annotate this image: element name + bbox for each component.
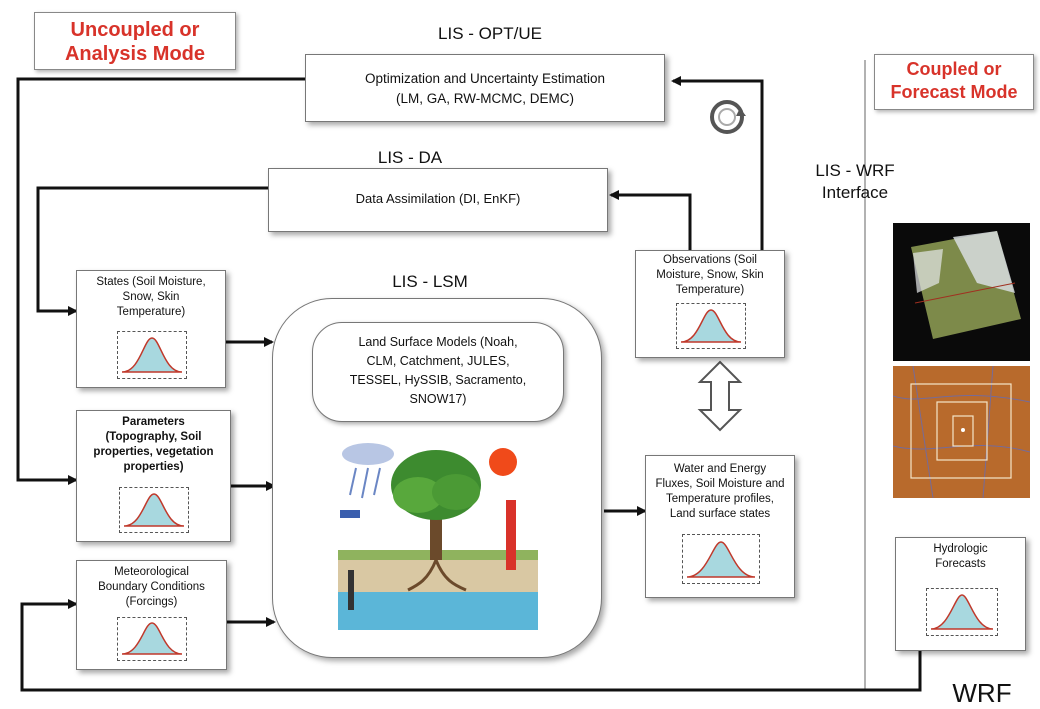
uncoupled-mode-label: Uncoupled or Analysis Mode [34, 12, 236, 70]
satellite-image [893, 223, 1030, 361]
cycle-icon [710, 100, 746, 134]
da-heading: LIS - DA [377, 148, 443, 167]
hydrologic-forecasts-box: Hydrologic Forecasts [895, 537, 1026, 651]
land-surface-models-box: Land Surface Models (Noah, CLM, Catchmen… [312, 322, 564, 422]
land-surface-illustration [338, 443, 538, 630]
coupled-mode-label: Coupled or Forecast Mode [874, 54, 1034, 110]
wrf-interface-heading: LIS - WRF Interface [815, 161, 895, 202]
domain-map-image [892, 365, 1031, 499]
distribution-plot [682, 534, 760, 584]
lsm-heading: LIS - LSM [392, 272, 468, 291]
optimization-box: Optimization and Uncertainty Estimation … [305, 54, 665, 122]
distribution-plot [117, 331, 187, 379]
fluxes-box: Water and Energy Fluxes, Soil Moisture a… [645, 455, 795, 598]
meteorological-box: Meteorological Boundary Conditions (Forc… [76, 560, 227, 670]
distribution-plot [676, 303, 746, 349]
distribution-plot [119, 487, 189, 533]
opt-heading: LIS - OPT/UE [438, 24, 542, 43]
data-assimilation-box: Data Assimilation (DI, EnKF) [268, 168, 608, 232]
distribution-plot [117, 617, 187, 661]
states-box: States (Soil Moisture, Snow, Skin Temper… [76, 270, 226, 388]
wrf-heading: WRF [952, 678, 1012, 708]
parameters-box: Parameters (Topography, Soil properties,… [76, 410, 231, 542]
distribution-plot [926, 588, 998, 636]
observations-box: Observations (Soil Moisture, Snow, Skin … [635, 250, 785, 358]
